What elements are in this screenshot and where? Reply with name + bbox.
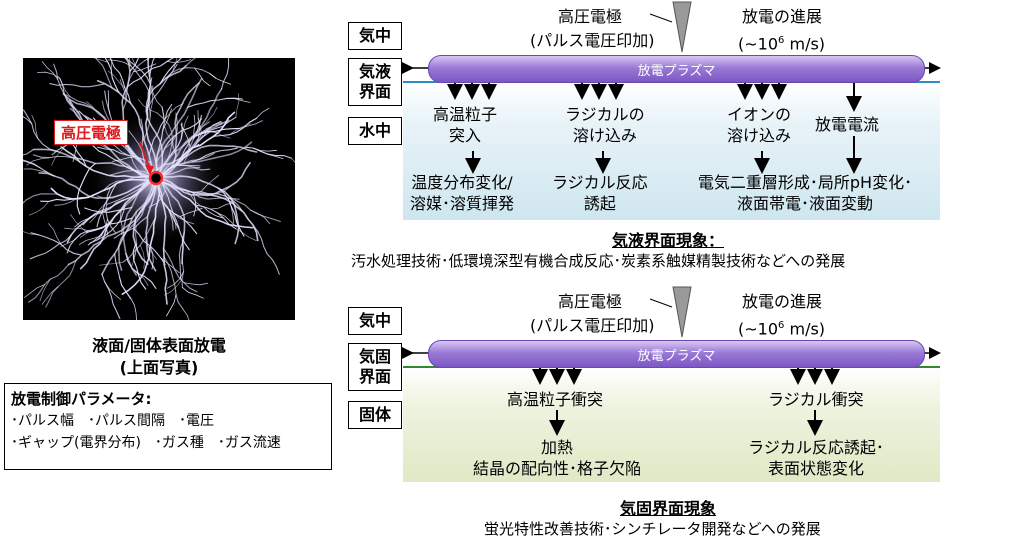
phenomenon-top: 気液界面現象： — [612, 231, 725, 250]
plasma-bottom: 放電プラズマ — [428, 340, 925, 368]
progress-label-top-2: (~106 m/s) — [738, 34, 826, 54]
control-params-box: 放電制御パラメータ: ･パルス幅 ･パルス間隔 ･電圧 ･ギャップ(電界分布) … — [4, 383, 332, 470]
params-title: 放電制御パラメータ: — [11, 390, 152, 408]
photo-caption-2: (上面写真) — [119, 358, 199, 377]
params-line-2: ･ギャップ(電界分布) ･ガス種 ･ガス流速 — [11, 435, 281, 451]
discharge-photo — [23, 58, 295, 320]
col2-top-label: ラジカルの溶け込み — [565, 105, 645, 145]
col1-bottom-label: 温度分布変化/溶媒･溶質揮発 — [410, 173, 515, 213]
bottom-col1-bottom: 加熱結晶の配向性･格子欠陥 — [472, 438, 641, 478]
electrode-label-top-2: (パルス電圧印加) — [530, 31, 655, 50]
progress-label-top-1: 放電の進展 — [742, 7, 823, 26]
box-water-top: 水中 — [348, 117, 402, 145]
progress-label-bottom-2: (~106 m/s) — [738, 319, 826, 339]
bottom-col1-top: 高温粒子衝突 — [507, 390, 604, 409]
box-interface-bottom: 気固界面 — [348, 343, 402, 391]
col34-bottom-label: 電気二重層形成･局所pH変化･液面帯電･液面変動 — [697, 173, 913, 213]
box-gas-top: 気中 — [348, 22, 402, 50]
electrode-needle-bottom — [672, 286, 692, 338]
box-solid-bottom: 固体 — [348, 401, 402, 429]
plasma-top: 放電プラズマ — [428, 55, 925, 83]
box-gas-bottom: 気中 — [348, 307, 402, 335]
electrode-label-bottom-1: 高圧電極 — [558, 292, 623, 311]
electrode-label-photo: 高圧電極 — [54, 120, 129, 145]
bottom-col2-bottom: ラジカル反応誘起･表面状態変化 — [748, 438, 884, 478]
bottom-col2-top: ラジカル衝突 — [768, 390, 864, 409]
electrode-label-bottom-2: (パルス電圧印加) — [530, 316, 655, 335]
electrode-label-top-1: 高圧電極 — [558, 7, 623, 26]
solid-region — [403, 367, 940, 482]
progress-label-bottom-1: 放電の進展 — [742, 292, 823, 311]
photo-caption-1: 液面/固体表面放電 — [92, 336, 226, 355]
phenomenon-bottom: 気固界面現象 — [620, 499, 717, 518]
col3-top-label: イオンの溶け込み — [727, 105, 792, 145]
electrode-label-pointer — [139, 141, 154, 175]
col1-top-label: 高温粒子突入 — [433, 105, 498, 145]
params-line-1: ･パルス幅 ･パルス間隔 ･電圧 — [11, 413, 214, 429]
electrode-needle-top — [672, 1, 692, 53]
box-interface-top: 気液界面 — [348, 58, 402, 106]
col4-top-label: 放電電流 — [815, 115, 880, 134]
col2-bottom-label: ラジカル反応誘起 — [552, 173, 648, 213]
application-bottom: 蛍光特性改善技術･シンチレータ開発などへの発展 — [484, 520, 821, 538]
application-top: 汚水処理技術･低環境深型有機合成反応･炭素系触媒精製技術などへの発展 — [351, 252, 846, 270]
